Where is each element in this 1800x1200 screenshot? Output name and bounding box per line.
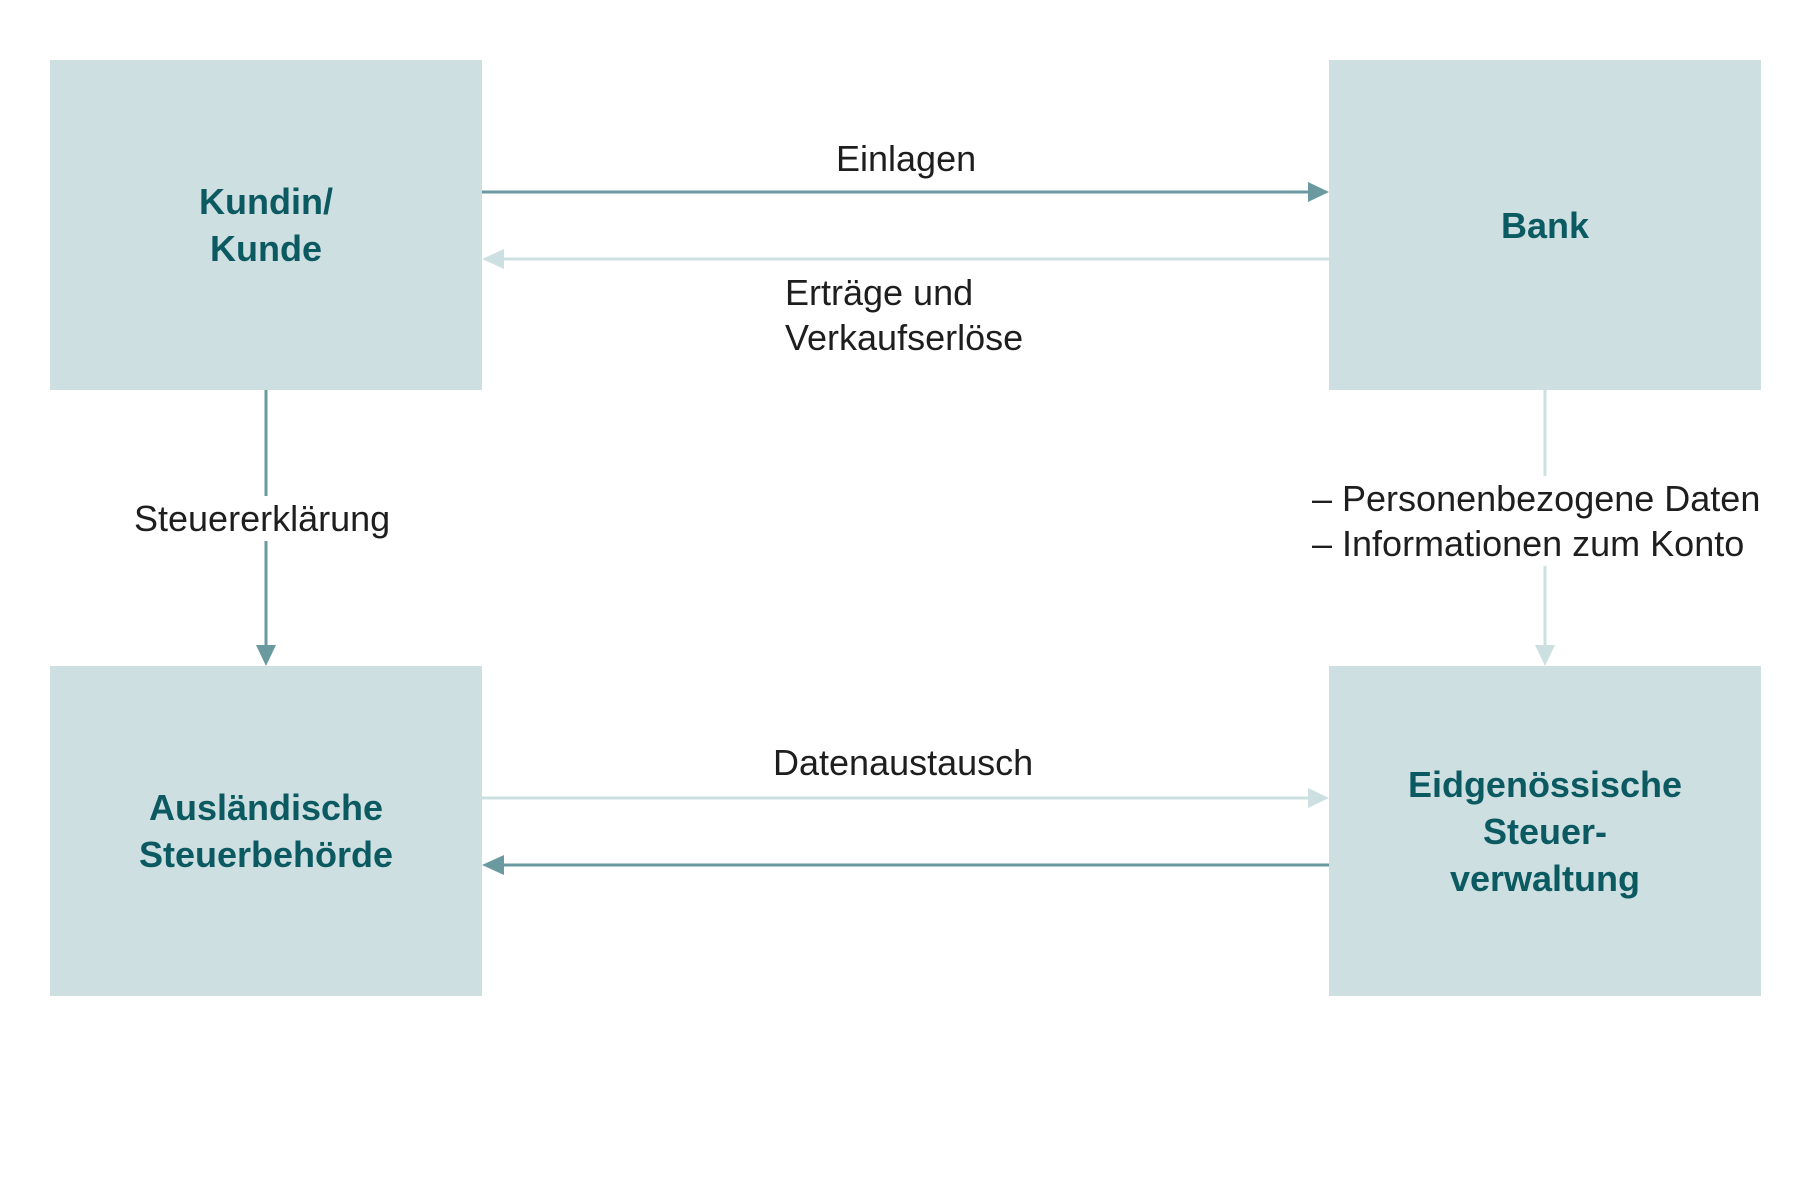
bank-label: Bank <box>1500 204 1590 246</box>
customer-box: Kundin/ Kunde <box>50 60 482 390</box>
returns-label: Erträge und Verkaufserlöse <box>785 270 1023 360</box>
arrow-data-exchange-in <box>482 855 1329 875</box>
customer-label: Kundin/ Kunde <box>199 181 333 269</box>
returns-label-line2: Verkaufserlöse <box>785 317 1024 358</box>
foreign-tax-authority-box: Ausländische Steuerbehörde <box>50 666 482 996</box>
bank-info-label: – Personenbezogene Daten – Informationen… <box>1310 476 1763 566</box>
data-exchange-label: Datenaustausch <box>773 742 1034 783</box>
bank-info-line2: – Informationen zum Konto <box>1312 523 1745 564</box>
tax-return-label: Steuererklärung <box>130 496 395 541</box>
returns-label-line1: Erträge und <box>785 272 974 313</box>
bank-box: Bank <box>1329 60 1761 390</box>
deposits-label: Einlagen <box>836 138 977 179</box>
arrow-deposits <box>482 182 1329 202</box>
federal-tax-administration-box: Eidgenössische Steuer- verwaltung <box>1329 666 1761 996</box>
arrow-returns <box>482 249 1329 269</box>
federal-tax-administration-label: Eidgenössische Steuer- verwaltung <box>1407 763 1683 899</box>
arrow-data-exchange-out <box>482 788 1329 808</box>
bank-info-line1: – Personenbezogene Daten <box>1312 478 1761 519</box>
foreign-tax-authority-label: Ausländische Steuerbehörde <box>138 787 394 875</box>
